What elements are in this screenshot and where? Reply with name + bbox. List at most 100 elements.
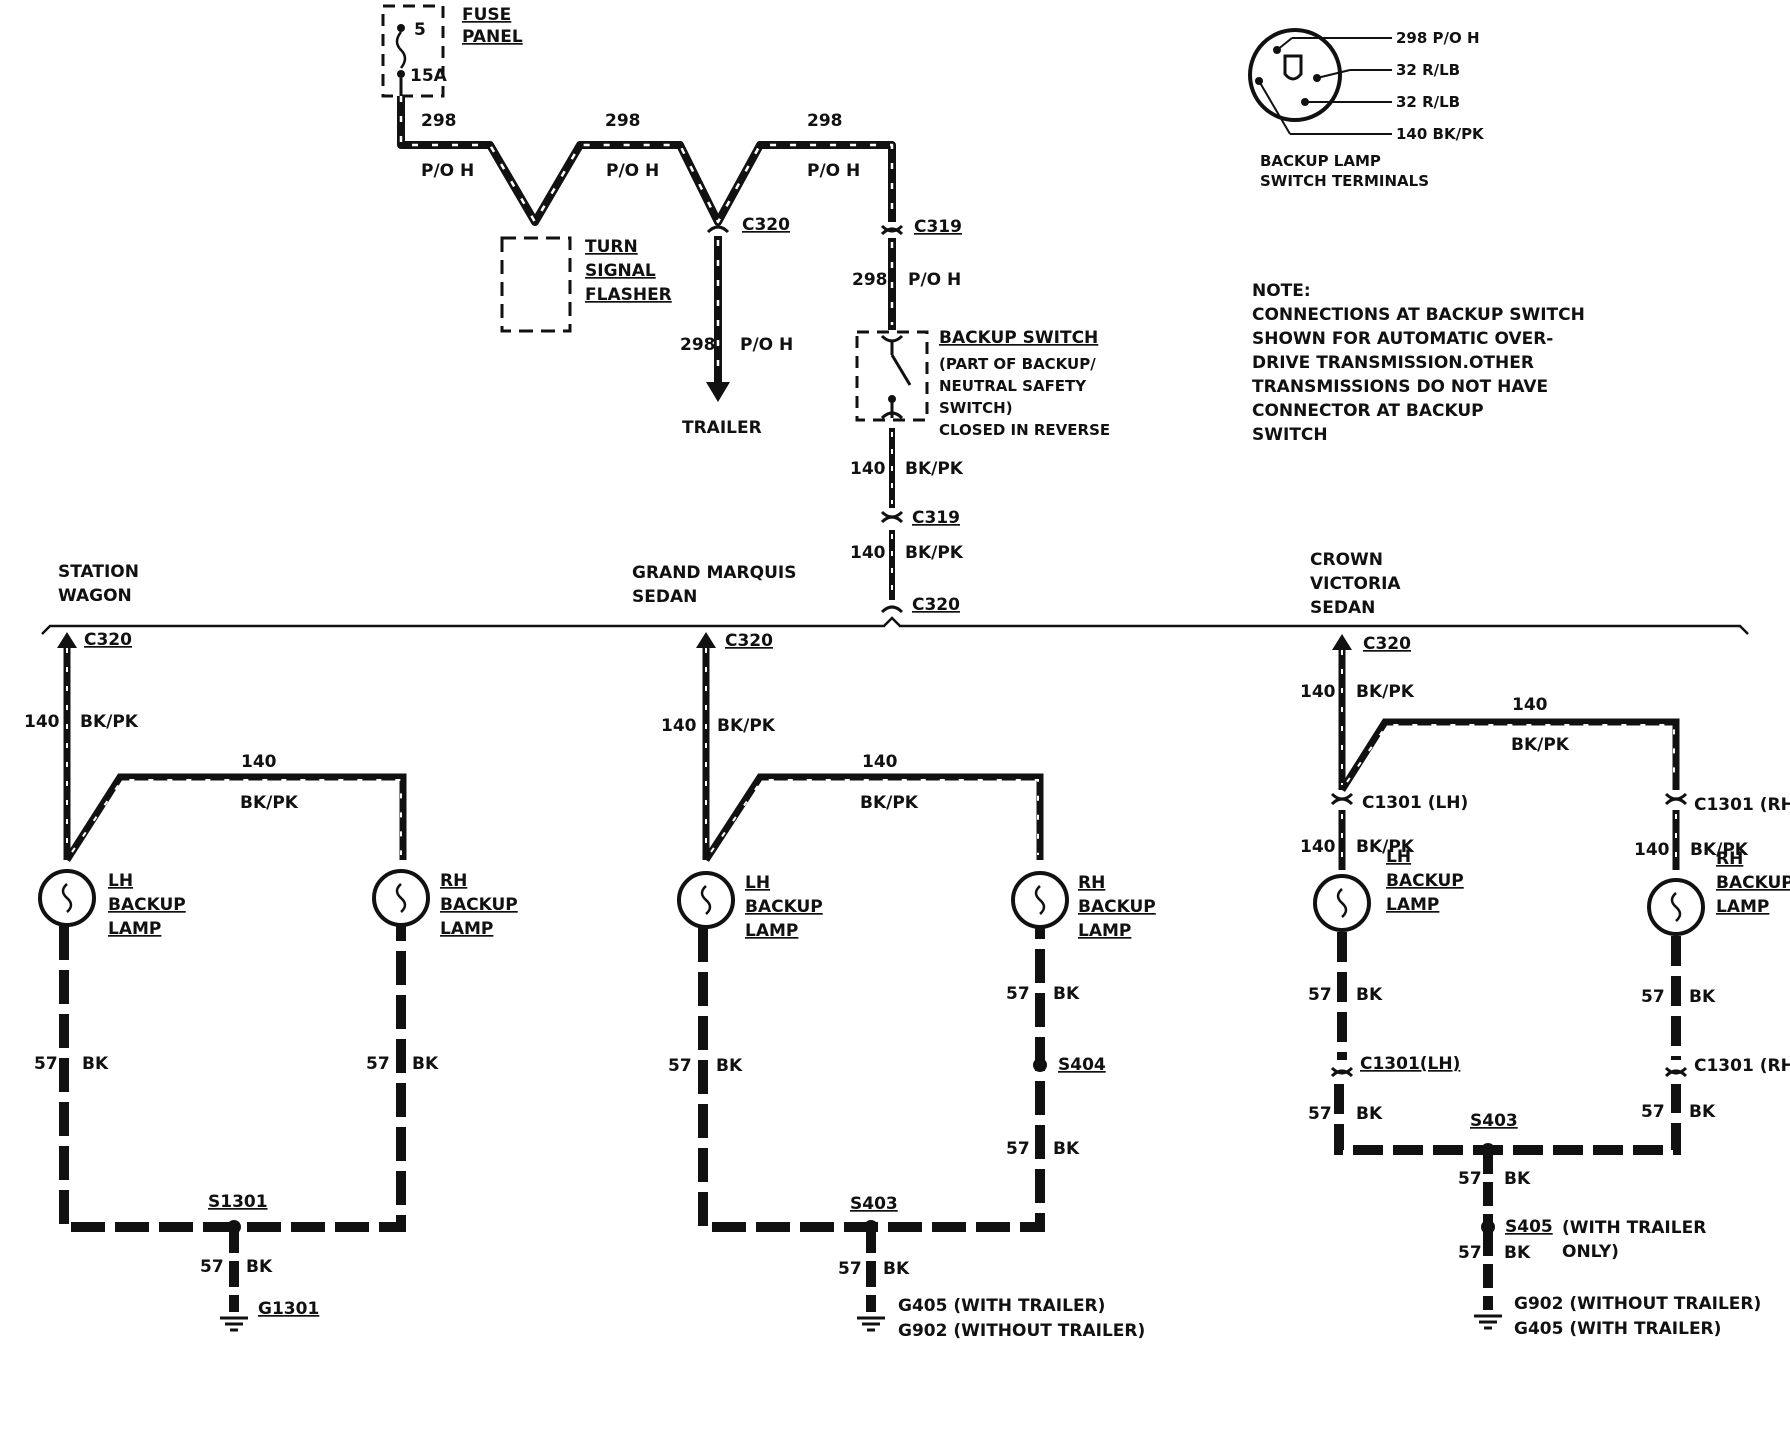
note-line: CONNECTOR AT BACKUP [1252, 401, 1484, 421]
ground-icon [857, 1316, 885, 1332]
section-title: WAGON [58, 586, 132, 606]
lamp-label: LAMP [1078, 921, 1131, 941]
section-title: STATION [58, 562, 139, 582]
lamp-label: LAMP [1386, 895, 1439, 915]
wire-color: BK [1053, 1139, 1080, 1159]
wire-number: 57 [34, 1054, 58, 1074]
connector-c320-top: C320 [706, 215, 790, 235]
backup-switch-note-3: SWITCH) [939, 399, 1013, 417]
wire-color: P/O H [807, 161, 860, 181]
wire-number: 140 [24, 712, 60, 732]
wire-color: BK [1053, 984, 1080, 1004]
wire-color: BK/PK [240, 793, 299, 813]
section-title: VICTORIA [1310, 574, 1401, 594]
connector-c1301-lh: C1301 (LH) [1330, 792, 1468, 813]
lamp-label: BACKUP [108, 895, 186, 915]
wire-color: P/O H [421, 161, 474, 181]
wire-color: BK [716, 1056, 743, 1076]
lh-backup-lamp [1313, 874, 1371, 932]
trailer-label: TRAILER [682, 418, 762, 438]
splice-label: S404 [1058, 1055, 1106, 1075]
wire-color: P/O H [908, 270, 961, 290]
svg-text:C319: C319 [914, 217, 962, 237]
rh-backup-lamp [372, 869, 430, 927]
splice-label: S403 [1470, 1111, 1518, 1131]
svg-text:C1301 (RH): C1301 (RH) [1694, 795, 1790, 815]
svg-text:C320: C320 [912, 595, 960, 615]
lamp-label: LH [108, 871, 133, 891]
ground-icon [220, 1316, 248, 1332]
wire-number: 57 [366, 1054, 390, 1074]
connector-c320: C320 [84, 630, 132, 650]
wire-number: 298 [807, 111, 843, 131]
section-title: GRAND MARQUIS [632, 563, 796, 583]
ground-icon [1474, 1314, 1502, 1330]
wire-color: BK [246, 1257, 273, 1277]
backup-switch-note-1: (PART OF BACKUP/ [939, 355, 1096, 373]
note-heading: NOTE: [1252, 281, 1311, 301]
lamp-label: BACKUP [440, 895, 518, 915]
section-divider [41, 616, 1749, 635]
note-line: SWITCH [1252, 425, 1328, 445]
lamp-label: BACKUP [1386, 871, 1464, 891]
wire-number: 298 [421, 111, 457, 131]
lamp-label: LAMP [440, 919, 493, 939]
wire-color: BK [1689, 1102, 1716, 1122]
arrow-up-icon [57, 632, 77, 648]
note-block: NOTE: CONNECTIONS AT BACKUP SWITCH SHOWN… [1252, 281, 1585, 445]
wire-color: P/O H [740, 335, 793, 355]
wire-number: 140 [862, 752, 898, 772]
wire-color: BK/PK [905, 459, 964, 479]
wire-number: 140 [850, 543, 886, 563]
wire-color: BK/PK [717, 716, 776, 736]
wire-number: 57 [1006, 984, 1030, 1004]
wire-number: 298 [852, 270, 888, 290]
wire-number: 140 [850, 459, 886, 479]
arrow-down-icon [706, 382, 730, 402]
terminal-label: 298 P/O H [1396, 29, 1480, 47]
wire-number: 57 [668, 1056, 692, 1076]
wire-number: 140 [1300, 837, 1336, 857]
wire-number: 57 [1458, 1243, 1482, 1263]
wire-number: 140 [241, 752, 277, 772]
lamp-label: LAMP [108, 919, 161, 939]
rh-backup-lamp [1011, 871, 1069, 929]
splice-label: S1301 [208, 1192, 268, 1212]
lamp-label: RH [1078, 873, 1105, 893]
wire-color: BK/PK [905, 543, 964, 563]
fuse-panel-label-2: PANEL [462, 27, 523, 47]
lamp-label: BACKUP [1716, 873, 1790, 893]
wire-number: 57 [1641, 987, 1665, 1007]
terminal-label: 140 BK/PK [1396, 125, 1485, 143]
splice-dot [1033, 1058, 1047, 1072]
lh-backup-lamp [677, 871, 735, 929]
splice-note: ONLY) [1562, 1242, 1619, 1262]
ground-label: G405 (WITH TRAILER) [1514, 1319, 1721, 1339]
turn-signal-flasher: TURN SIGNAL FLASHER [500, 236, 672, 333]
rh-backup-lamp [1647, 878, 1705, 936]
arrow-up-icon [1332, 634, 1352, 650]
wire-color: BK [1356, 985, 1383, 1005]
lamp-label: RH [440, 871, 467, 891]
wire-color: BK/PK [1356, 837, 1415, 857]
svg-text:C320: C320 [742, 215, 790, 235]
wire-color: BK/PK [1511, 735, 1570, 755]
splice-label: S403 [850, 1194, 898, 1214]
terminals-caption-2: SWITCH TERMINALS [1260, 172, 1429, 190]
ground-label: G902 (WITHOUT TRAILER) [898, 1321, 1145, 1341]
lamp-label: LAMP [1716, 897, 1769, 917]
splice-label: S405 [1505, 1217, 1553, 1237]
wire-298-main [397, 96, 896, 226]
wire-number: 140 [1300, 682, 1336, 702]
fuse-panel: 5 15A FUSE PANEL [381, 4, 523, 98]
switch-terminals: 298 P/O H 32 R/LB 32 R/LB 140 BK/PK BACK… [1248, 28, 1485, 190]
svg-text:C1301 (LH): C1301 (LH) [1362, 793, 1468, 813]
wire-color: BK/PK [80, 712, 139, 732]
terminal-label: 32 R/LB [1396, 93, 1460, 111]
wire-number: 140 [661, 716, 697, 736]
arrow-up-icon [696, 632, 716, 648]
grand-marquis-circuit: GRAND MARQUIS SEDAN C320 140 BK/PK 140 B… [632, 563, 1156, 1341]
flasher-label-3: FLASHER [585, 285, 672, 305]
wire-number: 298 [680, 335, 716, 355]
note-line: DRIVE TRANSMISSION.OTHER [1252, 353, 1534, 373]
